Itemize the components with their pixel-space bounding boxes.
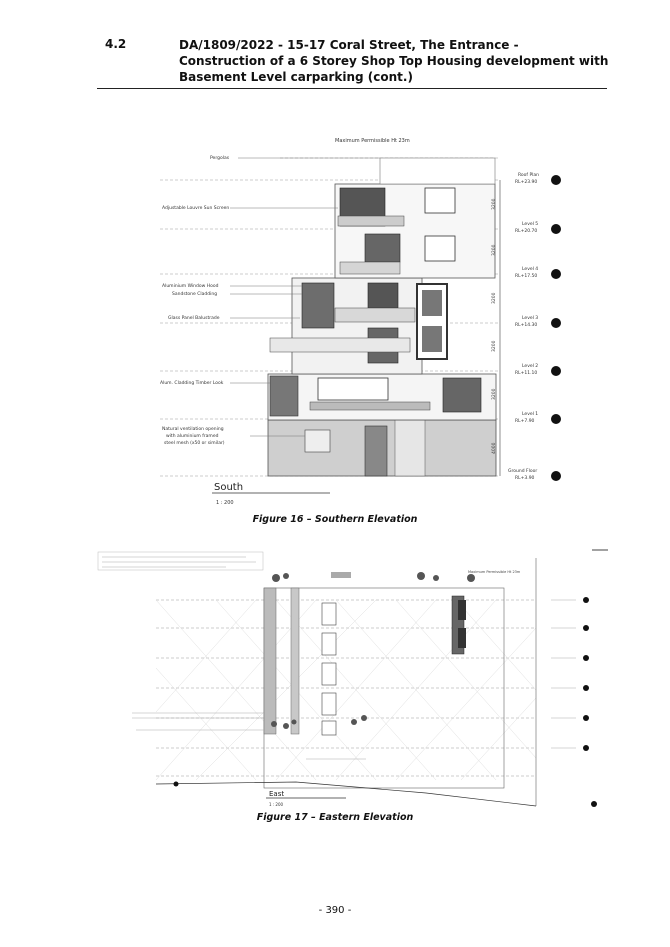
- drawing-scale-east: 1 : 200: [269, 802, 284, 807]
- annotation-sandstone: Sandstone Cladding: [172, 291, 217, 297]
- dim-1: 3200: [491, 388, 497, 400]
- header-rule: [97, 88, 607, 89]
- level-rl-roof: RL+23.90: [515, 179, 537, 185]
- dim-4: 3200: [491, 244, 497, 256]
- annotation-louvre: Adjustable Louvre Sun Screen: [162, 205, 229, 211]
- annotation-cladding: Alum. Cladding Timber Look: [160, 380, 224, 386]
- max-height-label: Maximum Permissible Ht 23m: [335, 138, 410, 144]
- drawing-title-east: East: [269, 790, 284, 798]
- annotation-ventilation-2: with aluminium framed: [166, 433, 219, 439]
- figure-eastern-elevation: Maximum Permissible Ht 23m East 1 : 200: [96, 548, 612, 810]
- dim-2: 3200: [491, 340, 497, 352]
- southern-elevation-drawing: Maximum Permissible Ht 23m Pergolas Adju…: [160, 138, 561, 506]
- annotation-ventilation-1: Natural ventilation opening: [162, 426, 224, 432]
- level-name-3: Level 3: [522, 315, 538, 321]
- level-rl-1: RL+7.90: [515, 418, 535, 424]
- level-name-5: Level 5: [522, 221, 538, 227]
- drawing-title-south: South: [214, 482, 243, 493]
- figure-16-caption: Figure 16 – Southern Elevation: [252, 514, 418, 525]
- east-max-height-label: Maximum Permissible Ht 23m: [468, 570, 521, 574]
- level-name-1: Level 1: [522, 411, 538, 417]
- level-name-roof: Roof Plan: [518, 172, 539, 178]
- level-rl-3: RL+14.30: [515, 322, 537, 328]
- dim-3: 3200: [491, 292, 497, 304]
- eastern-elevation-drawing: Maximum Permissible Ht 23m East 1 : 200: [97, 549, 608, 807]
- level-rl-ground: RL+3.90: [515, 475, 535, 481]
- annotation-window-hood: Aluminium Window Hood: [162, 283, 219, 289]
- level-rl-4: RL+17.50: [515, 273, 537, 279]
- item-number: 4.2: [105, 37, 127, 51]
- item-title: DA/1809/2022 - 15-17 Coral Street, The E…: [179, 38, 609, 84]
- level-rl-2: RL+11.10: [515, 370, 537, 376]
- level-rl-5: RL+20.70: [515, 228, 537, 234]
- drawing-scale-south: 1 : 200: [216, 500, 234, 506]
- level-name-4: Level 4: [522, 266, 538, 272]
- level-name-ground: Ground Floor: [508, 468, 537, 474]
- figure-17-caption: Figure 17 – Eastern Elevation: [256, 812, 414, 823]
- page-number: - 390 -: [318, 905, 352, 916]
- annotation-glass-balustrade: Glass Panel Balustrade: [168, 315, 220, 321]
- annotation-ventilation-3: steel mesh (x50 or similar): [164, 440, 225, 446]
- dim-5: 3200: [491, 198, 497, 210]
- dim-ground: 4000: [491, 442, 497, 454]
- level-name-2: Level 2: [522, 363, 538, 369]
- figure-southern-elevation: Maximum Permissible Ht 23m Pergolas Adju…: [150, 128, 590, 510]
- annotation-pergolas: Pergolas: [210, 155, 230, 161]
